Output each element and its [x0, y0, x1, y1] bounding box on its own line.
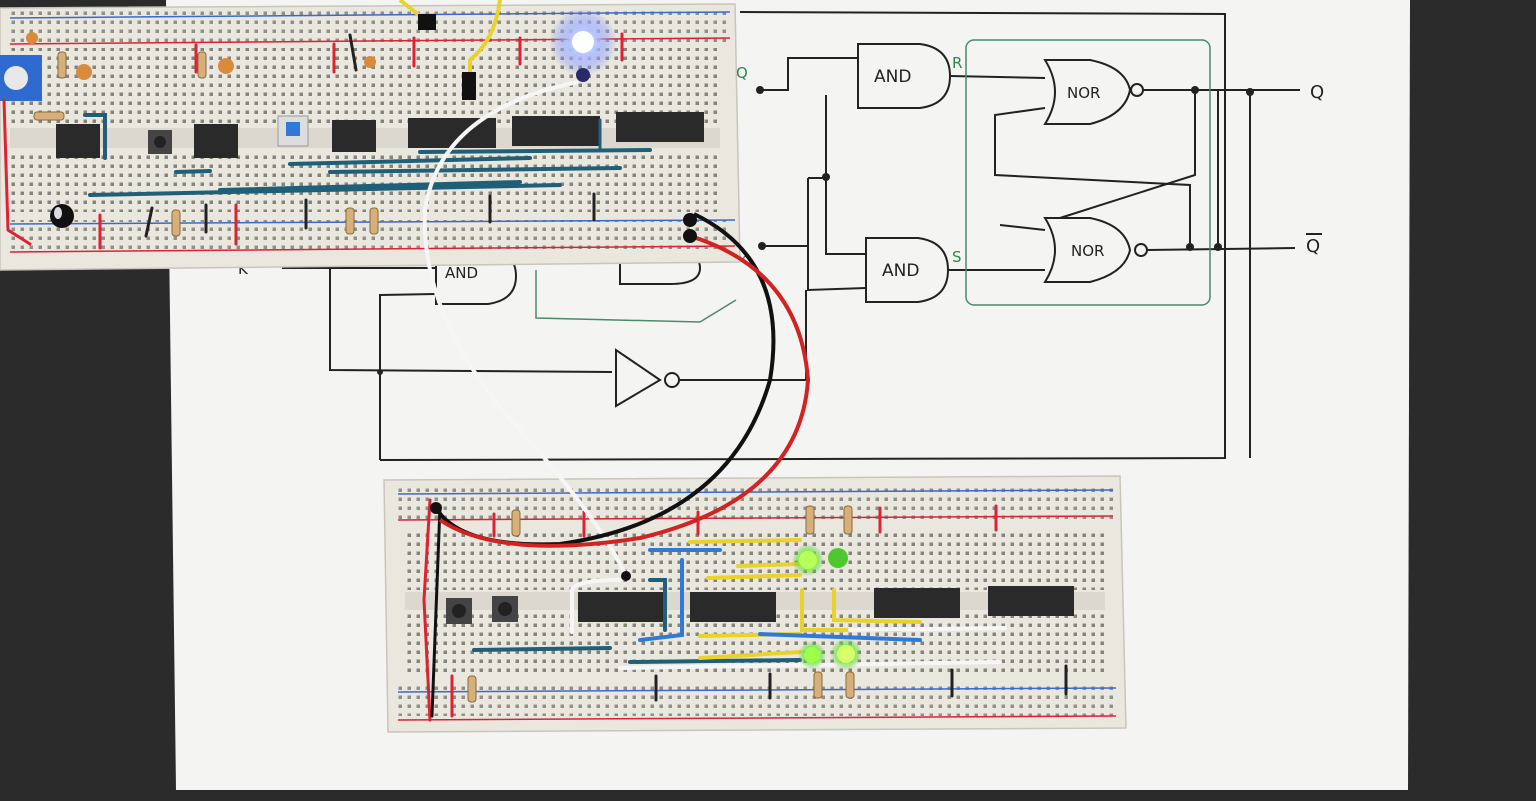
capacitor [50, 204, 74, 228]
resistors-top [33, 51, 379, 237]
gate-side-label-s: S [952, 248, 962, 266]
schematic-drawing [282, 11, 1300, 461]
gate-label-and-left: AND [445, 264, 478, 282]
latch-outline-left [535, 270, 737, 323]
push-buttons-bottom [446, 596, 518, 624]
ic-chips-bottom [578, 586, 1074, 622]
push-button-blue [277, 115, 309, 147]
gate-label-and-bottom: AND [882, 261, 919, 281]
wire-white-link [422, 80, 628, 577]
ceramic-capacitors [26, 32, 376, 80]
gate-label-nor-bottom: NOR [1071, 242, 1104, 260]
jumper-wires-top [2, 32, 652, 250]
ic-chips-top [56, 112, 704, 158]
resistors-bottom [467, 505, 855, 703]
led-blue [572, 31, 594, 53]
output-label-q: Q [1310, 82, 1324, 103]
output-label-q-bar: Q [1306, 236, 1320, 257]
leds-green [792, 544, 862, 670]
wire-yellow-top [468, 0, 502, 90]
input-label-q-feedback: Q [736, 64, 748, 82]
junction-dots [377, 86, 1254, 375]
jumper-wires-bottom [422, 498, 1068, 722]
gate-label-nor-top: NOR [1067, 84, 1100, 102]
gate-label-and-top: AND [874, 67, 911, 87]
wire-red-link [438, 234, 811, 548]
input-label-k: K [238, 260, 249, 278]
gate-side-label-r-top: R [952, 54, 962, 72]
latch-outline [965, 39, 1211, 306]
